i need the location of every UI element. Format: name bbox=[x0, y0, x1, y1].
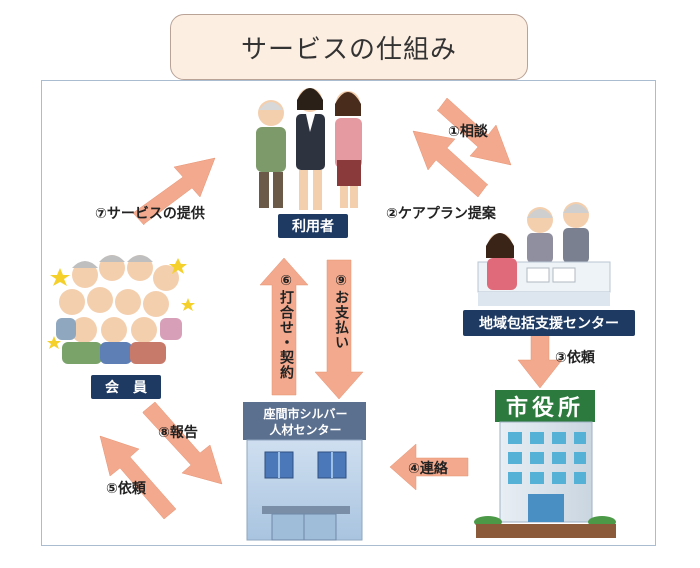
arrow-5-label: ⑤依頼 bbox=[106, 481, 146, 497]
arrow-3-request bbox=[517, 332, 563, 389]
silver-label-2: 人材センター bbox=[269, 423, 342, 437]
user-label: 利用者 bbox=[278, 214, 348, 238]
center-label: 地域包括支援センター bbox=[463, 310, 635, 336]
arrow-9-label: ⑨お支払い bbox=[333, 273, 349, 350]
arrow-7-service bbox=[132, 157, 216, 226]
arrow-1-label: ①相談 bbox=[448, 124, 488, 140]
arrow-6-label: ⑥打合せ・契約 bbox=[278, 273, 294, 380]
arrow-9-payment bbox=[314, 259, 364, 400]
diagram-frame bbox=[41, 80, 656, 546]
arrow-8-report bbox=[142, 401, 223, 485]
diagram-title: サービスの仕組み bbox=[170, 14, 528, 80]
arrow-8-label: ⑧報告 bbox=[158, 425, 198, 441]
cityhall-building bbox=[474, 390, 616, 538]
arrow-4-contact bbox=[389, 443, 469, 491]
arrow-6-meeting bbox=[259, 257, 309, 396]
arrow-2-label: ②ケアプラン提案 bbox=[386, 206, 496, 222]
cityhall-label: 市役所 bbox=[505, 396, 584, 421]
arrow-5-request bbox=[99, 435, 177, 520]
center-staff-illustration bbox=[477, 202, 611, 306]
member-label: 会 員 bbox=[91, 375, 161, 399]
silver-center-building bbox=[243, 402, 366, 541]
arrow-2-careplan bbox=[412, 130, 489, 198]
silver-label-1: 座間市シルバー bbox=[263, 407, 348, 421]
arrow-4-label: ④連絡 bbox=[408, 461, 448, 477]
member-crowd-illustration bbox=[47, 255, 195, 364]
arrow-7-label: ⑦サービスの提供 bbox=[95, 206, 205, 222]
arrow-3-label: ③依頼 bbox=[555, 350, 595, 366]
user-people-illustration bbox=[256, 88, 362, 210]
arrow-1-consult bbox=[436, 97, 512, 166]
